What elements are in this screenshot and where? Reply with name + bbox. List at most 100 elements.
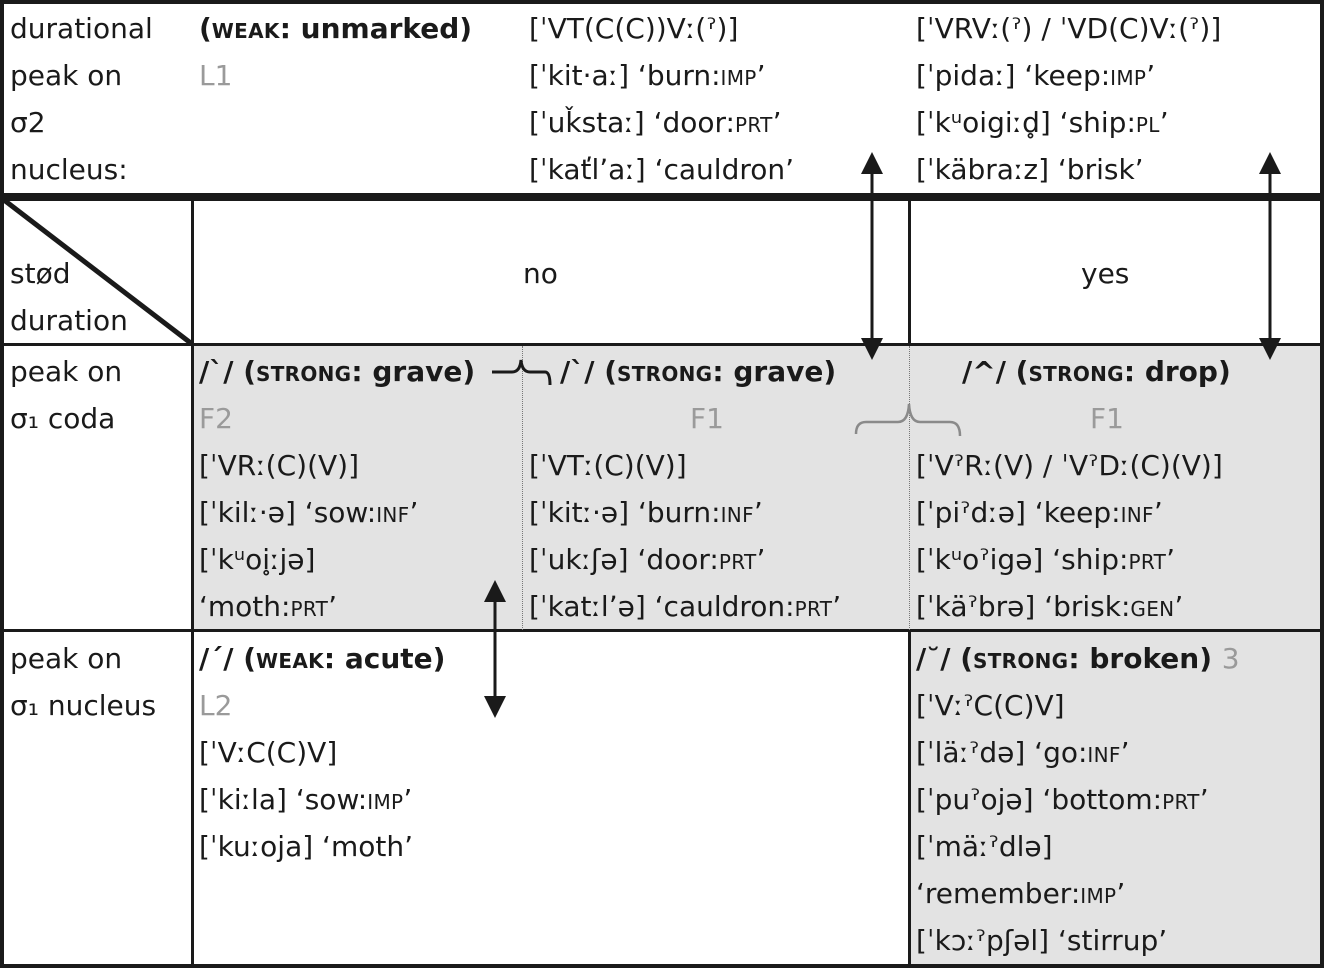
gloss: ‘sow:: [286, 783, 368, 816]
example-line: [ˈkᵘoi̥ːjə]: [199, 536, 475, 583]
example-line: [ˈkatːlʼə] ‘cauldron:prt’: [529, 583, 841, 630]
code-label: 3: [1221, 642, 1240, 675]
ipa-form: [ˈkäbraːz]: [916, 153, 1049, 186]
code-label: L2: [199, 689, 233, 722]
grave-dotted-divider: [522, 346, 523, 630]
gloss: ‘burn:: [629, 496, 721, 529]
ipa-form: [ˈkäˀbrə]: [916, 590, 1036, 623]
ipa-form: [ˈkiːla]: [199, 783, 287, 816]
row-label-line: peak on: [10, 642, 123, 675]
pattern: [ˈVːC(C)V]: [199, 736, 338, 769]
gloss: ‘stirrup’: [1049, 924, 1168, 957]
category-title: /˘/ (strong: broken) 3: [916, 635, 1240, 682]
ipa-form: [ˈläːˀdə]: [916, 736, 1026, 769]
column-header-yes: yes: [1081, 257, 1130, 290]
title-symbol: /´/ (: [199, 642, 256, 675]
gloss-end: ’: [772, 106, 782, 139]
acute-content: /´/ (weak: acute) L2 [ˈVːC(C)V] [ˈkiːla]…: [199, 635, 445, 870]
title-prefix: (: [199, 12, 212, 45]
gloss: ‘door:: [628, 543, 719, 576]
gloss: ‘cauldron’: [654, 153, 795, 186]
title-symbol: /`/ (: [560, 355, 617, 388]
gloss-end: ’: [1153, 496, 1163, 529]
title-smallcaps: strong: [1028, 362, 1124, 386]
weak-unmarked-cell: (weak: unmarked) L1: [199, 5, 472, 99]
grave-f2-content: /`/ (strong: grave) F2 [ˈVRː(C)(V)] [ˈki…: [199, 348, 475, 630]
example-line: [ˈuǩstaː] ‘door:prt’: [529, 99, 794, 146]
gloss-end: ’: [403, 783, 413, 816]
coda-row-label: peak on σ₁ coda: [10, 348, 122, 442]
pattern: [ˈVːˀC(C)V]: [916, 689, 1065, 722]
ipa-form: [ˈkᵘoi̥ːjə]: [199, 543, 316, 576]
title-rest: : drop): [1123, 355, 1231, 388]
title-rest: : unmarked): [279, 12, 473, 45]
ipa-form: [ˈkatːlʼə]: [529, 590, 646, 623]
double-arrow-icon: [484, 580, 506, 718]
pattern: [ˈVRVː(ˀ) / ˈVD(C)Vː(ˀ)]: [916, 12, 1222, 45]
thick-divider: [0, 193, 1324, 201]
example-line: ‘remember:imp’: [916, 870, 1240, 917]
example-line: [ˈpidaː] ‘keep:imp’: [916, 52, 1221, 99]
corner-duration-label: duration: [10, 304, 128, 337]
category-title: /^/ (strong: drop): [962, 348, 1231, 395]
grey-brace-icon: [854, 403, 962, 437]
row-label-line: σ₁ nucleus: [10, 689, 157, 722]
nucleus-row-label: peak on σ₁ nucleus: [10, 635, 156, 729]
gloss-end: ’: [1116, 877, 1126, 910]
gloss-end: ’: [753, 496, 763, 529]
category-title: /´/ (weak: acute): [199, 635, 445, 682]
grave-f1-code: F1: [690, 402, 724, 435]
title-symbol: /^/ (: [962, 355, 1029, 388]
pattern: [ˈVRː(C)(V)]: [199, 449, 359, 482]
example-line: [ˈpuˀojə] ‘bottom:prt’: [916, 776, 1240, 823]
column-header-no: no: [523, 257, 558, 290]
top-label-line: σ2: [10, 106, 46, 139]
gloss: ‘keep:: [1025, 496, 1121, 529]
gloss-smallcaps: inf: [376, 503, 410, 527]
category-title: /`/ (strong: grave): [560, 348, 836, 395]
row-label-line: peak on: [10, 355, 123, 388]
gloss-smallcaps: imp: [367, 790, 404, 814]
gloss: ‘brisk’: [1057, 153, 1144, 186]
title-smallcaps: strong: [256, 362, 352, 386]
gloss: ‘ship:: [1043, 543, 1129, 576]
outer-top-border: [0, 0, 1324, 4]
ipa-form: [ˈkuːoja]: [199, 830, 314, 863]
example-line: [ˈkäˀbrə] ‘brisk:gen’: [916, 583, 1223, 630]
outer-bottom-border: [0, 964, 1324, 968]
drop-dotted-divider: [909, 346, 910, 630]
ipa-form: [ˈkit·aː]: [529, 59, 630, 92]
top-row-label: durational peak on σ2 nucleus:: [10, 5, 153, 193]
gloss-smallcaps: imp: [1110, 66, 1147, 90]
double-arrow-icon: [861, 152, 883, 360]
pattern: [ˈVˀRː(V) / ˈVˀDː(C)(V)]: [916, 449, 1223, 482]
drop-title: /^/ (strong: drop): [962, 348, 1231, 395]
top-label-line: peak on: [10, 59, 123, 92]
code-label: F2: [199, 402, 233, 435]
example-line: [ˈmäːˀdlə]: [916, 823, 1240, 870]
gloss-end: ’: [1120, 736, 1130, 769]
example-line: [ˈpiˀdːə] ‘keep:inf’: [916, 489, 1223, 536]
gloss: ‘brisk:: [1035, 590, 1131, 623]
example-line: [ˈkitː·ə] ‘burn:inf’: [529, 489, 841, 536]
title-rest: : grave): [712, 355, 837, 388]
gloss-smallcaps: gen: [1130, 597, 1175, 621]
grave-f2-cell: [192, 345, 522, 631]
category-title: /`/ (strong: grave): [199, 348, 475, 395]
gloss-end: ’: [832, 590, 842, 623]
weak-unmarked-title: (weak: unmarked): [199, 5, 472, 52]
gloss-end: ’: [409, 496, 419, 529]
double-arrow-icon: [1259, 152, 1281, 360]
gloss-end: ’: [1199, 783, 1209, 816]
header-bottom-line: [0, 343, 1324, 346]
title-symbol: /˘/ (: [916, 642, 973, 675]
top-label-line: nucleus:: [10, 153, 128, 186]
pattern: [ˈVTː(C)(V)]: [529, 449, 687, 482]
title-smallcaps: strong: [617, 362, 713, 386]
example-line: [ˈkiːla] ‘sow:imp’: [199, 776, 445, 823]
grave-f1-cell: [522, 345, 909, 631]
grave-f1-content: /`/ (strong: grave): [560, 348, 836, 395]
drop-cell: [909, 345, 1321, 631]
example-line: [ˈkit·aː] ‘burn:imp’: [529, 52, 794, 99]
gloss-smallcaps: imp: [1080, 884, 1117, 908]
